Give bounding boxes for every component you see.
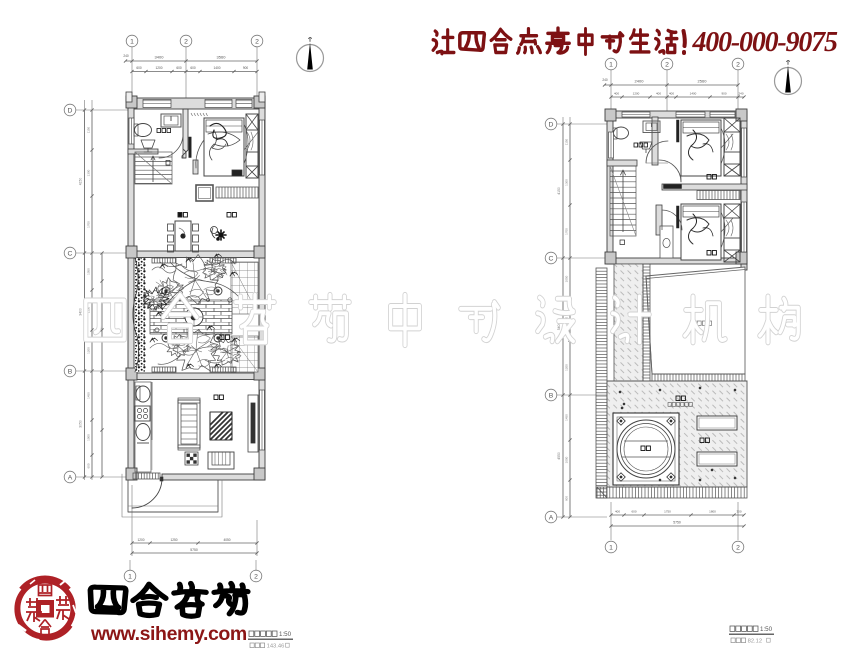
svg-text:4150: 4150	[79, 178, 83, 186]
svg-text:C: C	[68, 250, 73, 257]
svg-text:1700: 1700	[565, 228, 569, 235]
svg-text:82.12: 82.12	[748, 638, 763, 644]
svg-text:1:50: 1:50	[760, 626, 773, 633]
svg-text:400-000-9075: 400-000-9075	[692, 27, 838, 58]
svg-text:1200: 1200	[633, 92, 640, 96]
svg-text:3400: 3400	[79, 308, 83, 316]
svg-text:3400: 3400	[155, 55, 165, 60]
svg-text:4550: 4550	[557, 452, 561, 460]
svg-text:2: 2	[736, 544, 740, 551]
svg-text:143.46: 143.46	[267, 643, 285, 649]
svg-text:2: 2	[184, 38, 188, 45]
svg-text:1: 1	[130, 38, 134, 45]
svg-text:1400: 1400	[690, 92, 697, 96]
svg-text:3560: 3560	[217, 55, 227, 60]
svg-text:1000: 1000	[86, 434, 90, 441]
svg-text:300: 300	[736, 510, 741, 514]
svg-text:5400: 5400	[557, 323, 561, 331]
svg-text:5750: 5750	[190, 548, 198, 552]
svg-text:1750: 1750	[664, 510, 671, 514]
svg-text:2: 2	[254, 573, 258, 580]
svg-text:1050: 1050	[86, 268, 90, 275]
svg-text:2400: 2400	[635, 79, 645, 84]
svg-text:2: 2	[255, 38, 259, 45]
svg-text:240: 240	[602, 78, 608, 82]
svg-text:240: 240	[738, 92, 743, 96]
svg-text:400: 400	[614, 92, 619, 96]
svg-text:240: 240	[123, 54, 129, 58]
svg-text:1:50: 1:50	[279, 631, 292, 638]
svg-text:1150: 1150	[565, 138, 569, 145]
svg-text:400: 400	[656, 92, 661, 96]
svg-text:1: 1	[128, 573, 132, 580]
svg-text:1700: 1700	[86, 221, 90, 228]
svg-text:2: 2	[665, 61, 669, 68]
svg-text:600: 600	[136, 66, 142, 70]
svg-text:1800: 1800	[709, 510, 716, 514]
svg-text:A: A	[549, 514, 554, 521]
svg-text:1300: 1300	[86, 169, 90, 176]
svg-text:600: 600	[565, 496, 569, 501]
svg-text:1200: 1200	[565, 364, 569, 371]
svg-text:600: 600	[86, 463, 90, 468]
svg-text:1150: 1150	[86, 126, 90, 133]
svg-text:400: 400	[615, 510, 620, 514]
svg-text:B: B	[549, 392, 554, 399]
svg-text:A: A	[68, 474, 73, 481]
svg-text:4050: 4050	[223, 538, 230, 542]
svg-text:C: C	[549, 255, 554, 262]
svg-text:4150: 4150	[557, 187, 561, 195]
svg-text:1300: 1300	[565, 179, 569, 186]
svg-text:1200: 1200	[86, 347, 90, 354]
svg-text:2560: 2560	[698, 79, 708, 84]
svg-text:1400: 1400	[213, 66, 220, 70]
svg-text:900: 900	[243, 66, 249, 70]
svg-text:3050: 3050	[79, 420, 83, 428]
svg-text:1450: 1450	[565, 414, 569, 421]
svg-text:B: B	[68, 368, 73, 375]
svg-text:600: 600	[176, 66, 182, 70]
svg-text:400: 400	[669, 92, 674, 96]
svg-text:1200: 1200	[137, 538, 144, 542]
svg-text:2: 2	[736, 61, 740, 68]
svg-text:1: 1	[609, 61, 613, 68]
svg-text:600: 600	[631, 510, 636, 514]
svg-text:1000: 1000	[565, 456, 569, 463]
svg-text:D: D	[68, 107, 73, 114]
svg-text:1: 1	[609, 544, 613, 551]
svg-text:1150: 1150	[86, 306, 90, 313]
svg-text:1050: 1050	[565, 275, 569, 282]
svg-text:1450: 1450	[86, 392, 90, 399]
svg-text:600: 600	[190, 66, 196, 70]
svg-text:1250: 1250	[170, 538, 177, 542]
svg-text:D: D	[549, 121, 554, 128]
svg-text:www.sihemy.com: www.sihemy.com	[90, 623, 247, 645]
svg-text:1200: 1200	[155, 66, 162, 70]
svg-text:900: 900	[721, 92, 726, 96]
svg-text:5750: 5750	[673, 521, 681, 525]
